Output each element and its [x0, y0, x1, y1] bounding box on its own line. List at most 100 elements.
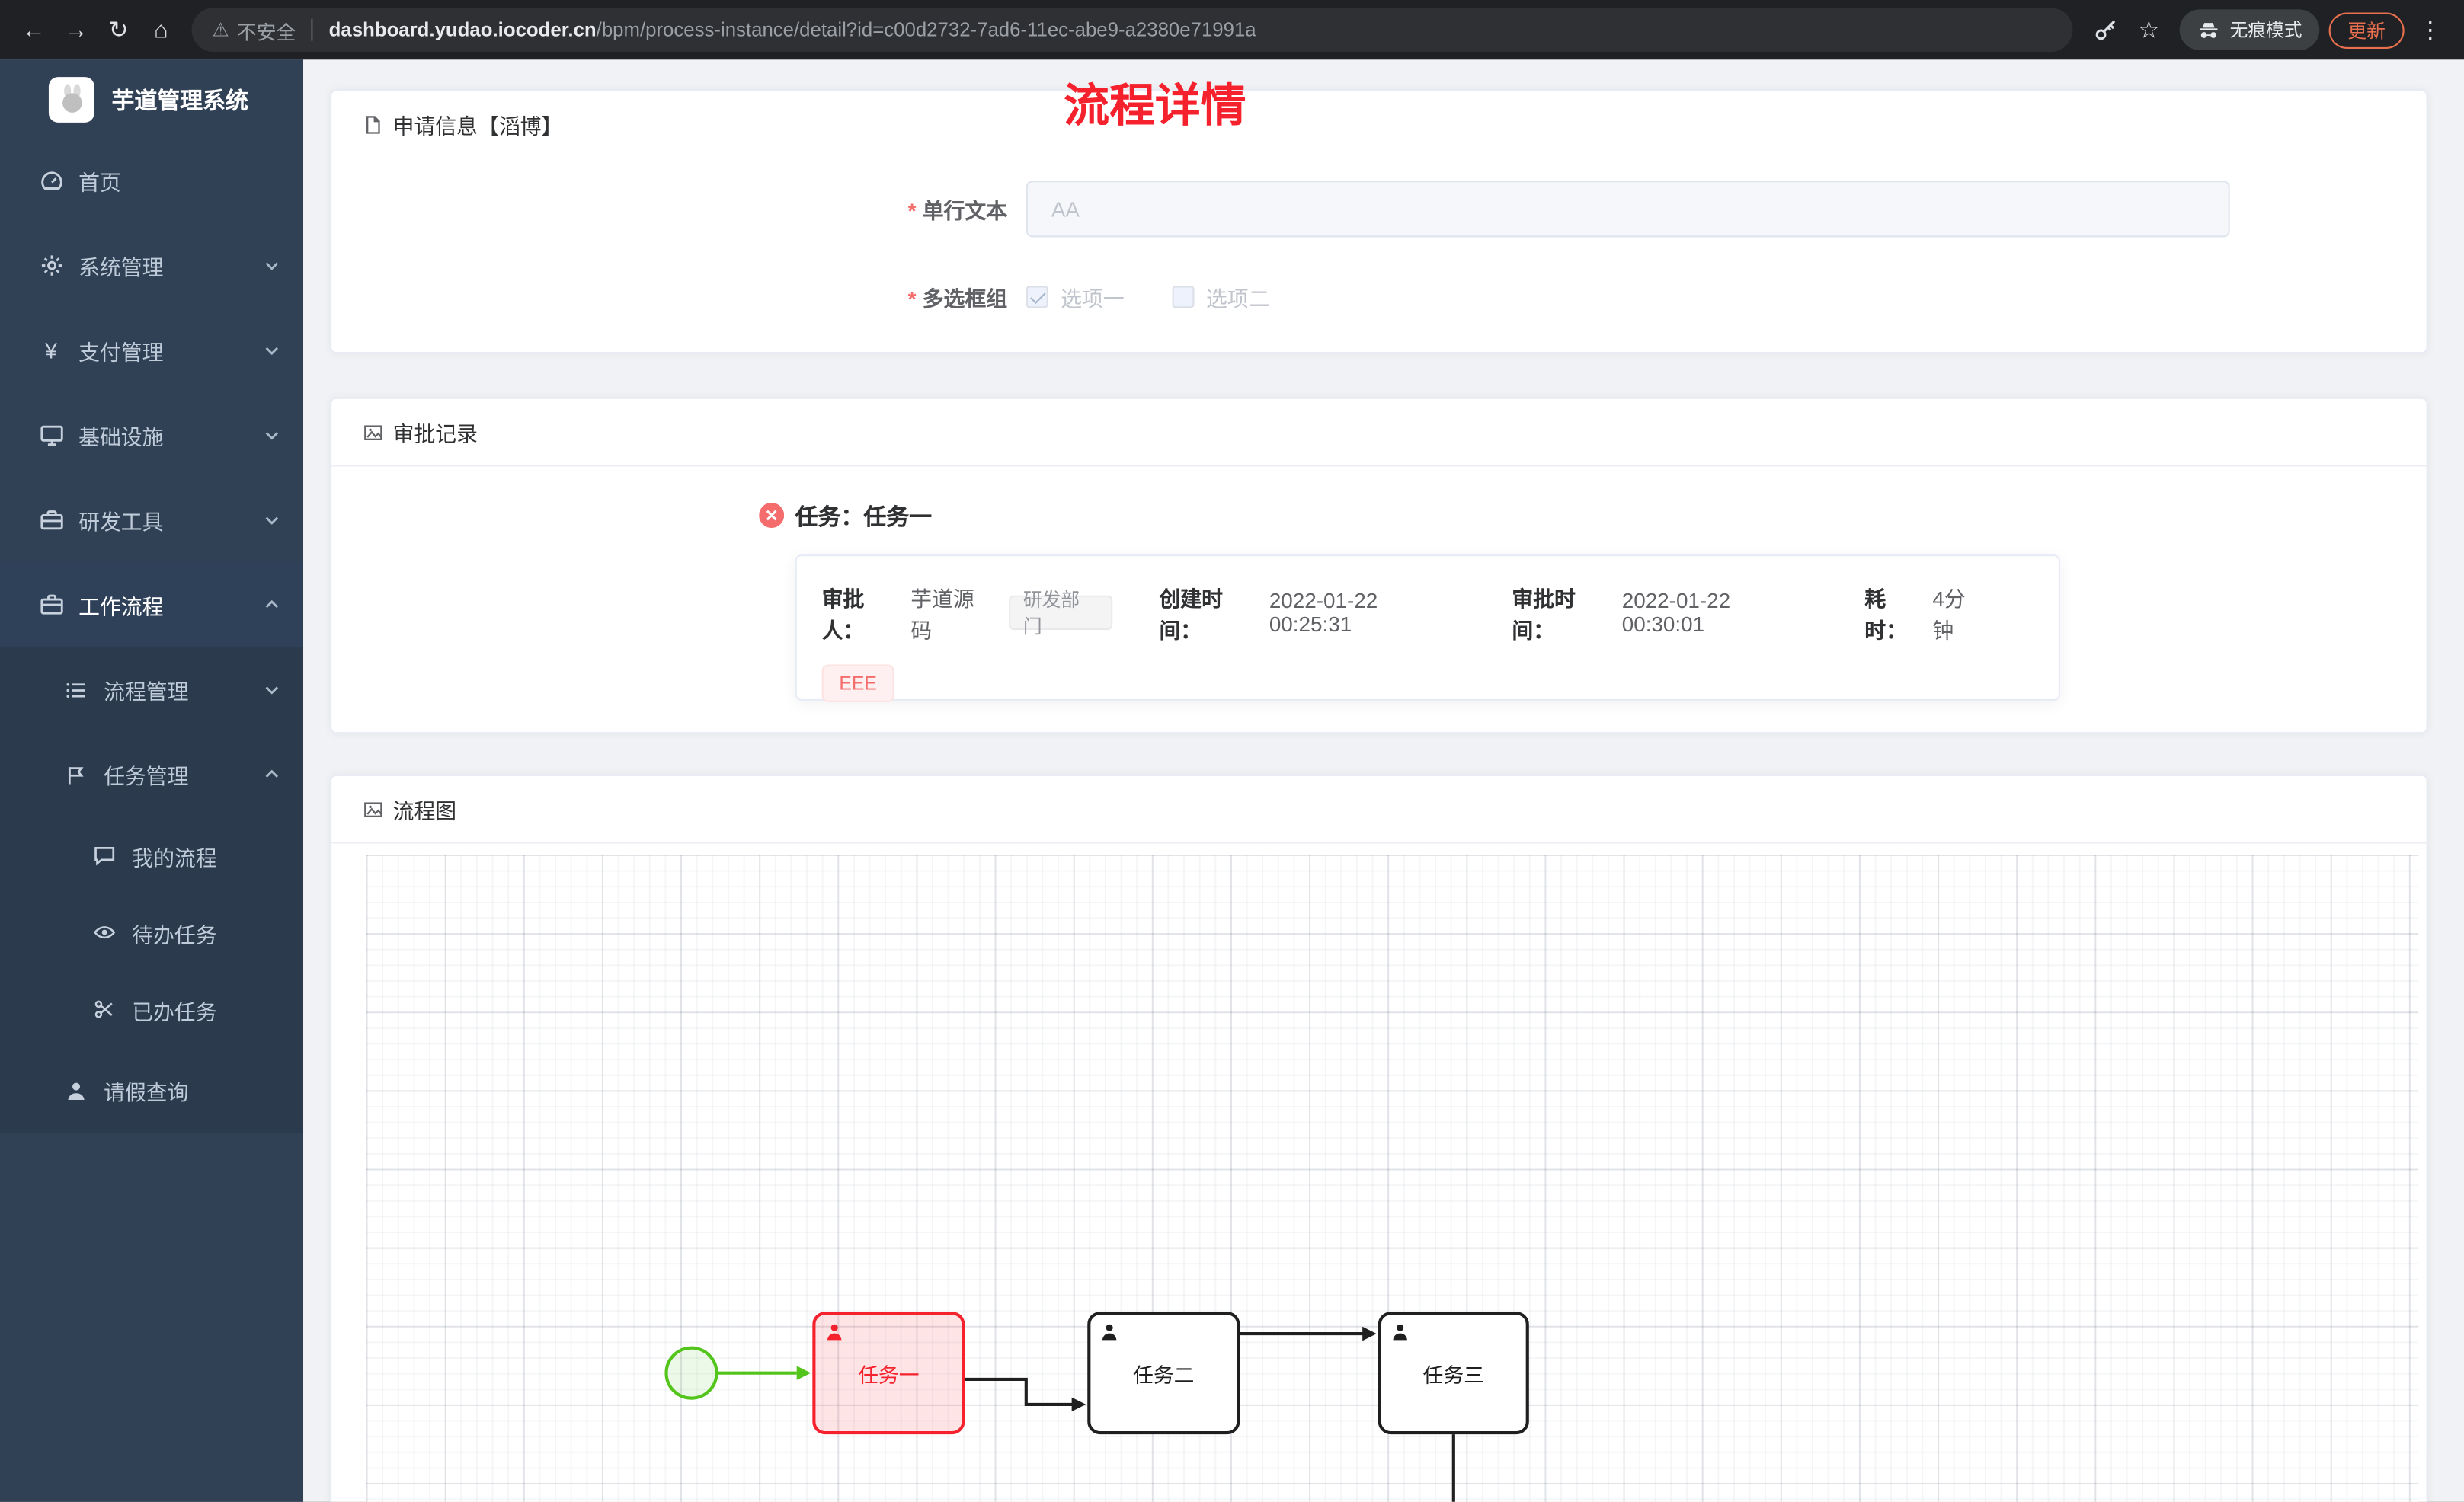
address-bar[interactable]: ⚠ 不安全 dashboard.yudao.iocoder.cn/bpm/pro…	[191, 8, 2073, 53]
sidebar-item-my-process[interactable]: 我的流程	[0, 817, 303, 894]
create-time-label: 创建时间：	[1159, 587, 1223, 643]
incognito-icon	[2200, 22, 2218, 37]
chat-icon	[91, 842, 118, 869]
approver-name: 芋道源码	[910, 587, 974, 643]
process-diagram-card: 流程图	[330, 774, 2428, 1502]
task-title: 任务：任务一	[795, 506, 933, 532]
bpmn-start-event[interactable]	[664, 1346, 718, 1400]
incognito-badge: 无痕模式	[2179, 9, 2320, 50]
gear-icon	[38, 252, 65, 279]
sidebar-item-home[interactable]: 首页	[0, 139, 303, 223]
bpmn-task-2[interactable]: 任务二	[1087, 1312, 1240, 1435]
image-icon	[363, 799, 383, 820]
bpmn-task-1[interactable]: 任务一	[812, 1312, 965, 1435]
single-line-text-label: *单行文本	[907, 199, 1008, 223]
chevron-up-icon	[262, 596, 281, 615]
toolbox-icon	[38, 507, 65, 533]
bpmn-canvas[interactable]: 任务一 任务二 任务三	[366, 855, 2419, 1502]
checkbox-unchecked-icon	[1171, 286, 1194, 308]
sidebar: 芋道管理系统 首页 系统管理 ¥ 支付管理	[0, 59, 304, 1502]
page-title: 流程详情	[1064, 81, 1246, 133]
sidebar-item-infrastructure[interactable]: 基础设施	[0, 393, 303, 478]
create-time-group: 创建时间： 2022-01-22 00:25:31	[1159, 581, 1464, 644]
brand-logo-avatar	[48, 76, 94, 122]
task-rejected-icon	[759, 503, 785, 528]
apply-info-card-title: 申请信息【滔博】	[392, 114, 563, 139]
home-icon[interactable]: ⌂	[154, 16, 168, 43]
brand-title: 芋道管理系统	[111, 88, 248, 114]
checkbox-checked-icon	[1026, 286, 1048, 308]
flag-icon	[63, 761, 90, 788]
duration-group: 耗时： 4分钟	[1864, 581, 1986, 644]
sidebar-item-leave-query[interactable]: 请假查询	[0, 1048, 303, 1133]
forward-icon[interactable]: →	[64, 16, 88, 43]
incognito-label: 无痕模式	[2229, 21, 2302, 41]
dashboard-icon	[38, 168, 65, 194]
chevron-down-icon	[262, 680, 281, 699]
apply-info-card-header: 申请信息【滔博】	[331, 91, 2426, 158]
checkbox-group: 选项一 选项二	[1026, 281, 1270, 312]
duration-label: 耗时：	[1864, 587, 1907, 643]
approval-record-card-title: 审批记录	[392, 422, 478, 446]
chevron-up-icon	[262, 765, 281, 784]
approval-record-card: 审批记录 任务：任务一 审批人： 芋道源码 研发部门	[330, 397, 2428, 734]
create-time-value: 2022-01-22 00:25:31	[1269, 589, 1378, 637]
sidebar-item-payment-mgmt[interactable]: ¥ 支付管理	[0, 308, 303, 392]
document-icon	[363, 114, 383, 135]
browser-menu-dots-icon[interactable]: ⋮	[2418, 17, 2443, 44]
scissors-icon	[91, 996, 118, 1023]
approver-label: 审批人：	[821, 587, 865, 643]
chevron-down-icon	[262, 256, 281, 275]
omnibox-divider	[311, 18, 314, 41]
list-icon	[63, 676, 90, 703]
checkbox-option-1[interactable]: 选项一	[1026, 281, 1125, 312]
browser-toolbar: ← → ↻ ⌂ ⚠ 不安全 dashboard.yudao.iocoder.cn…	[0, 0, 2464, 60]
bpmn-task-2-label: 任务二	[1133, 1363, 1195, 1387]
url-text: dashboard.yudao.iocoder.cn/bpm/process-i…	[328, 18, 1256, 41]
approver-group: 审批人： 芋道源码 研发部门	[822, 581, 1112, 644]
user-task-icon	[1390, 1323, 1410, 1342]
user-icon	[63, 1077, 90, 1104]
apply-info-card: 申请信息【滔博】 *单行文本 *多选框组 选项一	[330, 89, 2428, 354]
main-content: 流程详情 申请信息【滔博】 *单行文本 *多选框组	[303, 59, 2464, 1502]
bookmark-star-icon[interactable]: ☆	[2138, 17, 2160, 44]
image-icon	[363, 422, 383, 443]
sidebar-item-process-mgmt[interactable]: 流程管理	[0, 647, 303, 732]
user-task-icon	[1100, 1323, 1119, 1342]
sidebar-item-task-mgmt[interactable]: 任务管理	[0, 732, 303, 817]
approve-time-value: 2022-01-22 00:30:01	[1621, 589, 1731, 637]
bpmn-task-1-label: 任务一	[858, 1363, 920, 1387]
eye-icon	[91, 919, 118, 946]
bpmn-task-3-label: 任务三	[1422, 1363, 1485, 1387]
approval-comment-tag: EEE	[821, 664, 894, 702]
user-task-icon	[825, 1323, 844, 1342]
sidebar-item-todo-tasks[interactable]: 待办任务	[0, 894, 303, 971]
password-key-icon[interactable]	[2085, 8, 2128, 51]
sidebar-item-system-mgmt[interactable]: 系统管理	[0, 223, 303, 308]
bpmn-task-3[interactable]: 任务三	[1378, 1312, 1529, 1435]
approval-record-card-header: 审批记录	[331, 399, 2427, 467]
workflow-submenu: 流程管理 任务管理 我的流程	[0, 647, 304, 1133]
not-secure-label: 不安全	[236, 21, 296, 43]
approve-time-group: 审批时间： 2022-01-22 00:30:01	[1512, 581, 1817, 644]
briefcase-icon	[38, 592, 65, 618]
sidebar-item-dev-tools[interactable]: 研发工具	[0, 478, 303, 562]
browser-update-button[interactable]: 更新	[2328, 11, 2405, 48]
refresh-icon[interactable]: ↻	[108, 17, 129, 44]
sidebar-item-done-tasks[interactable]: 已办任务	[0, 971, 303, 1048]
process-diagram-card-header: 流程图	[331, 776, 2427, 844]
yen-icon: ¥	[44, 337, 58, 363]
chevron-down-icon	[262, 426, 281, 445]
chevron-down-icon	[262, 510, 281, 529]
brand: 芋道管理系统	[0, 59, 303, 138]
single-line-text-input[interactable]	[1026, 181, 2230, 238]
approval-detail-box: 审批人： 芋道源码 研发部门 创建时间： 2022-01-22 00:25:31…	[795, 554, 2060, 702]
monitor-icon	[38, 422, 65, 449]
dept-tag: 研发部门	[1009, 589, 1112, 638]
back-icon[interactable]: ←	[21, 16, 46, 43]
duration-value: 4分钟	[1932, 587, 1966, 643]
checkbox-group-label: *多选框组	[907, 287, 1008, 312]
sidebar-item-workflow[interactable]: 工作流程	[0, 562, 304, 647]
checkbox-option-2[interactable]: 选项二	[1171, 281, 1270, 312]
